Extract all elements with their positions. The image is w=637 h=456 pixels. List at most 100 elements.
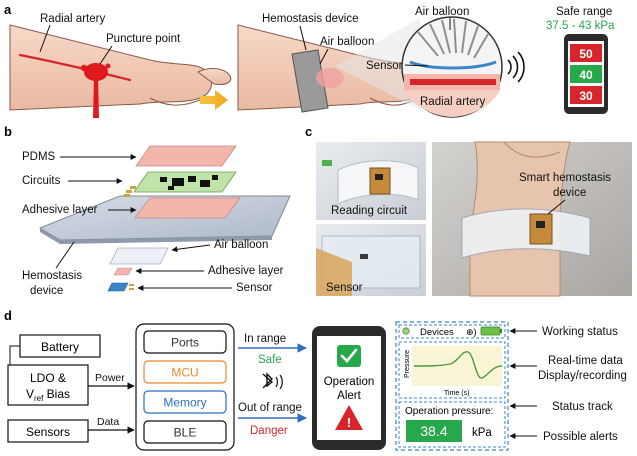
wireless-icon: [507, 51, 525, 83]
circuit-pins: [124, 186, 136, 197]
module-box-2: [143, 390, 227, 414]
label-air-balloon-zoom: Air balloon: [415, 6, 469, 18]
time-axis-label: Time (s): [444, 390, 469, 397]
alert-phone: Operation Alert !: [312, 326, 386, 450]
phone-value-high: 50: [579, 47, 593, 61]
module-box-3: [143, 420, 227, 444]
label-air-balloon-b: Air balloon: [214, 239, 268, 251]
panel-c: c Reading circuit Sensor Smart hemostasi…: [305, 124, 632, 297]
panel-b-letter: b: [4, 124, 12, 139]
realtime-label-2: Display/recording: [538, 370, 627, 382]
operation-label: Operation: [324, 376, 375, 388]
gear-icon: [402, 327, 410, 335]
working-status-label: Working status: [542, 326, 618, 338]
module-label-3: BLE: [174, 426, 197, 440]
panel-d-letter: d: [4, 308, 12, 323]
puncture-bleed: [80, 63, 111, 118]
circuit-chips: [160, 175, 218, 190]
label-smart-1: Smart hemostasis: [519, 172, 611, 184]
phone-value-high-bg: [570, 44, 602, 62]
out-of-range-label: Out of range: [238, 402, 302, 414]
adhesive-layer-top-shape: [134, 197, 241, 219]
reading-circuit-board: [369, 167, 391, 195]
sensor-chip: [360, 254, 368, 259]
in-range-label: In range: [244, 333, 286, 345]
leader-hemostasis: [299, 25, 307, 51]
panel-a: a Radial artery Puncture point Hemostasi…: [4, 2, 615, 118]
ldo-vref-label: Vref Bias: [26, 387, 70, 403]
leader-air-balloon: [319, 48, 329, 65]
data-label: Data: [97, 416, 119, 428]
label-reading-circuit: Reading circuit: [331, 205, 408, 217]
realtime-label-1: Real-time data: [548, 355, 623, 367]
bluetooth-small-icon: ⊕): [466, 327, 477, 337]
pressure-value-box: [406, 420, 462, 442]
label-safe-range-value: 37.5 - 43 kPa: [546, 20, 615, 32]
battery-icon: [480, 326, 501, 336]
smart-circuit: [529, 213, 553, 245]
module-box-0: [143, 330, 227, 354]
modules-container: [135, 323, 235, 451]
safe-label: Safe: [258, 354, 282, 366]
label-smart-2: device: [553, 187, 586, 199]
radial-artery-line: [18, 53, 132, 82]
adhesive-layer-bottom-shape: [113, 267, 133, 276]
sensor-shape: [107, 282, 129, 292]
label-sensor: Sensor: [366, 60, 403, 72]
label-device: device: [30, 285, 63, 297]
module-box-1: [143, 360, 227, 384]
led: [322, 160, 332, 166]
pressure-axis-label: Pressure: [404, 350, 411, 378]
label-radial-artery-zoom: Radial artery: [420, 96, 485, 108]
sensors-label: Sensors: [26, 425, 70, 439]
phone-safe-range: 50 40 30: [564, 34, 608, 114]
phone-value-low-bg: [570, 86, 602, 104]
operation-pressure-label: Operation pressure:: [405, 406, 493, 417]
phone-value-mid-bg: [570, 65, 602, 83]
check-icon: [337, 345, 361, 367]
module-label-2: Memory: [163, 396, 206, 410]
label-hemostasis: Hemostasis: [22, 270, 82, 282]
label-safe-range: Safe range: [556, 6, 612, 18]
possible-alerts-label: Possible alerts: [543, 431, 618, 443]
warning-icon: [335, 405, 363, 430]
leader-hemostasis-b: [55, 241, 75, 269]
label-sensor-c: Sensor: [326, 282, 363, 294]
pressure-value: 38.4: [420, 423, 447, 439]
alert-label: Alert: [337, 390, 361, 402]
glow: [316, 68, 344, 88]
label-pdms: PDMS: [22, 151, 56, 163]
circuits-board: [133, 171, 237, 193]
label-adhesive-bottom: Adhesive layer: [208, 265, 284, 277]
pdms-layer: [135, 145, 237, 167]
arm-illustration-left: [9, 24, 232, 111]
smart-band: [461, 208, 591, 259]
battery-label: Battery: [41, 340, 79, 354]
ldo-label: LDO &: [30, 371, 66, 385]
panel-d: d Battery LDO & Vref Bias Sensors Power …: [4, 308, 627, 451]
bluetooth-icon: [262, 372, 283, 390]
module-label-1: MCU: [171, 366, 198, 380]
label-puncture-point: Puncture point: [106, 33, 181, 45]
svg-text:!: !: [347, 415, 351, 430]
pressure-waveform: [413, 351, 503, 379]
sensors-box: [7, 419, 89, 443]
slab-edge: [40, 228, 272, 244]
phone-value-mid: 40: [579, 68, 593, 82]
flex-cable: [316, 248, 352, 296]
label-circuits: Circuits: [22, 175, 61, 187]
leader-smart: [547, 199, 566, 215]
leader-puncture-point: [99, 45, 113, 65]
label-hemostasis-device: Hemostasis device: [262, 13, 359, 25]
panel-c-letter: c: [305, 124, 312, 139]
label-air-balloon: Air balloon: [320, 36, 374, 48]
phone-value-low: 30: [579, 89, 593, 103]
working-status-row: [398, 324, 506, 339]
sensor-pins: [129, 284, 134, 290]
status-track-label: Status track: [552, 401, 613, 413]
zoom-circle: [335, 16, 503, 118]
hemostasis-band: [291, 49, 329, 113]
power-label: Power: [95, 372, 125, 384]
